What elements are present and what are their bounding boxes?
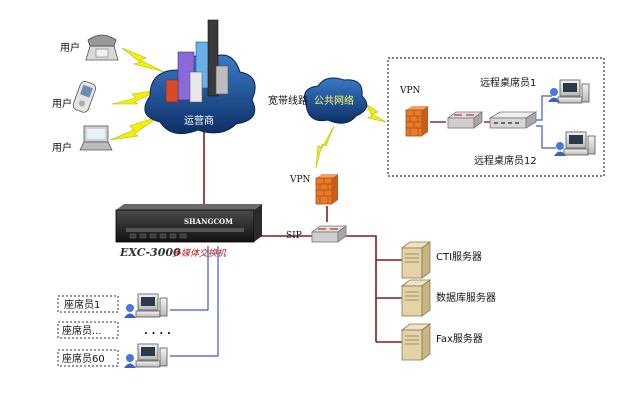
remote-agent-last-pc-icon [563, 131, 596, 156]
mobile-icon [72, 81, 97, 113]
user-label: 用户 [52, 141, 72, 154]
remote-agent-last-label: 远程桌席员12 [474, 154, 537, 167]
sip-label: SIP [286, 231, 302, 241]
agent-person-icon [124, 354, 136, 368]
public-network-cloud: 公共网络 [304, 77, 368, 124]
user-mobile: 用户 [52, 81, 97, 113]
server-icon [401, 323, 431, 361]
laptop-icon [79, 125, 113, 151]
remote-vpn-label: VPN [399, 86, 421, 96]
city-buildings-icon [165, 19, 229, 103]
remote-hub-icon [488, 111, 538, 129]
user-label: 用户 [60, 41, 80, 54]
device-ports [129, 233, 187, 239]
server-icon [401, 279, 431, 317]
agent-label: 座席员60 [62, 352, 105, 365]
remote-switch-icon [447, 111, 483, 129]
agent-pc-icon [135, 343, 168, 368]
server-fax: Fax服务器 [401, 323, 483, 361]
agent-pc-icon [135, 293, 168, 318]
carrier-cloud: 运营商 [144, 19, 256, 135]
user-phone: 用户 [60, 34, 119, 61]
phone-icon [85, 34, 119, 61]
exchange-device: SHANGCOM [115, 204, 262, 243]
ellipsis-dots: . . . . [144, 324, 171, 337]
carrier-label: 运营商 [184, 114, 214, 127]
broadband-line-label: 宽带线路 [268, 94, 308, 107]
public-network-label: 公共网络 [314, 94, 354, 107]
device-brand: SHANGCOM [184, 217, 233, 226]
device-subtitle: 多媒体交换机 [172, 248, 227, 259]
server-database: 数据库服务器 [401, 279, 496, 317]
agent-1: 座席员1 [57, 293, 168, 318]
remote-agent-first-pc-icon [557, 79, 590, 104]
server-label: 数据库服务器 [436, 291, 496, 304]
gateway-firewall-icon [315, 173, 339, 205]
server-label: Fax服务器 [436, 332, 483, 345]
remote-agent-first-person-icon [548, 88, 560, 102]
agent-ellipsis: 座席员... . . . . [57, 321, 171, 339]
agent-person-icon [124, 304, 136, 318]
server-icon [401, 241, 431, 279]
user-laptop: 用户 [52, 125, 113, 154]
agent-label: 座席员... [62, 324, 102, 337]
sip-server-links [346, 235, 402, 343]
remote-links [430, 95, 556, 149]
server-label: CTI服务器 [436, 250, 482, 263]
agent-label: 座席员1 [64, 298, 100, 311]
remote-agent-first-label: 远程桌席员1 [480, 76, 536, 89]
agent-links [170, 246, 219, 357]
agent-60: 座席员60 [57, 343, 168, 368]
device-model: EXC-3000 [119, 246, 181, 259]
remote-office-group: VPN 远程桌席员1 远程桌席员12 [387, 57, 605, 177]
user-label: 用户 [52, 97, 72, 110]
remote-firewall-icon [405, 105, 429, 137]
sip-switch-icon [311, 225, 347, 243]
server-cti: CTI服务器 [401, 241, 482, 279]
gateway-vpn-label: VPN [289, 175, 311, 185]
